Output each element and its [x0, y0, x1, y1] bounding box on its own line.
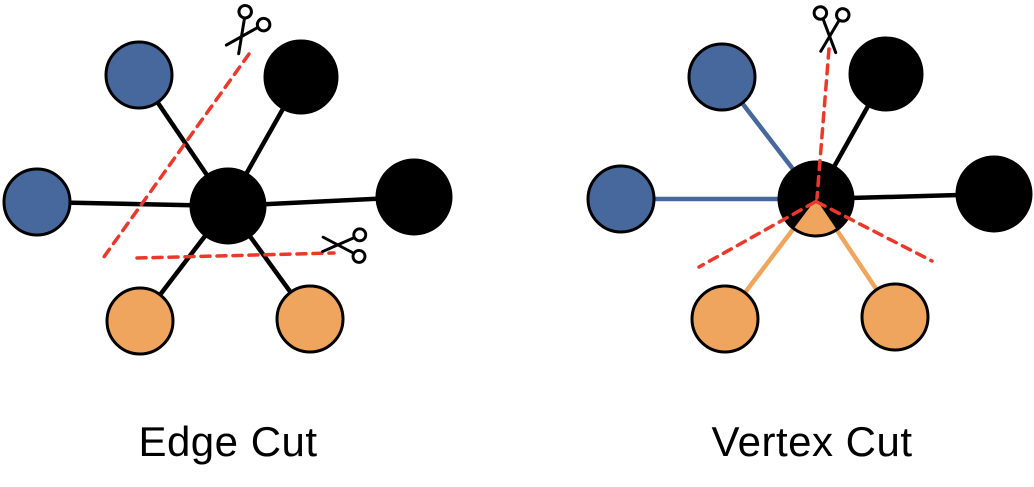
edge-cut-node-right — [375, 158, 453, 236]
edge-cut-cut-line-0 — [99, 52, 251, 263]
scissors-icon — [321, 227, 368, 264]
vertex-cut-cut-line-2 — [815, 200, 934, 263]
vertex-cut-cut-line-0 — [815, 47, 831, 200]
vertex-cut-node-bottom-right — [860, 282, 930, 352]
edge-cut-diagram — [2, 3, 453, 356]
vertex-cut-label: Vertex Cut — [711, 418, 913, 465]
scissors-icon — [812, 5, 851, 55]
edge-cut-center-node — [189, 167, 267, 245]
edge-cut-cut-line-1 — [135, 251, 336, 260]
edge-cut-node-top-left — [104, 40, 174, 110]
vertex-cut-node-top-right — [848, 36, 924, 112]
edge-cut-node-bottom-left — [105, 286, 175, 356]
edge-cut-node-left — [2, 167, 72, 237]
scissors-icon — [224, 3, 272, 56]
vertex-cut-diagram — [586, 5, 1033, 354]
vertex-cut-node-right — [955, 155, 1033, 233]
edge-cut-node-top-right — [263, 39, 339, 115]
vertex-cut-center-wedge — [794, 199, 836, 235]
edge-cut-node-bottom-right — [275, 284, 345, 354]
vertex-cut-cut-line-1 — [697, 200, 817, 269]
edge-cut-label: Edge Cut — [138, 418, 318, 465]
vertex-cut-node-bottom-left — [690, 284, 760, 354]
vertex-cut-node-top-left — [687, 42, 757, 112]
vertex-cut-node-left — [586, 164, 656, 234]
